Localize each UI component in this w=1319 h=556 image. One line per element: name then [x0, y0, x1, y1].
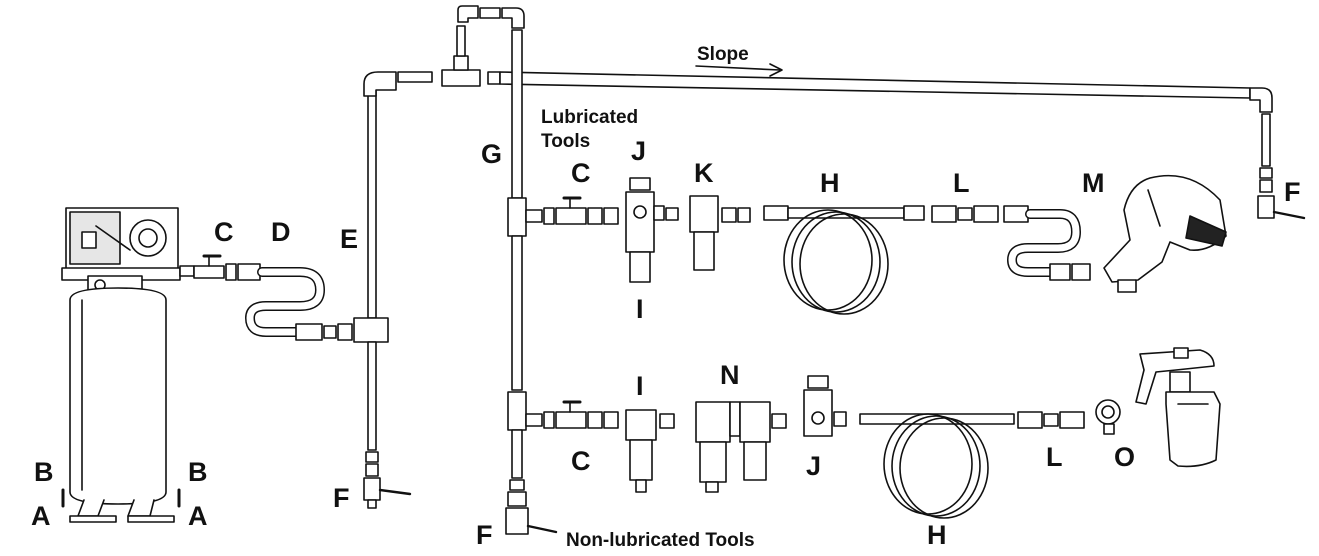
label-g: G: [481, 139, 503, 169]
label-n: N: [720, 360, 740, 390]
label-l-upper: L: [953, 168, 970, 198]
pad-marks: [61, 488, 181, 508]
non-lubricated-caption: Non-lubricated Tools: [566, 530, 755, 551]
label-i-lower: I: [636, 371, 644, 401]
label-k: K: [694, 158, 714, 188]
label-f-drop: F: [476, 520, 493, 550]
drop-pipe-g: [505, 29, 558, 535]
label-b-left: B: [34, 457, 54, 487]
label-c-lower: C: [571, 446, 591, 476]
label-j-lower: J: [806, 451, 822, 481]
label-o: O: [1114, 442, 1136, 472]
label-i-upper: I: [636, 294, 644, 324]
label-e: E: [340, 224, 359, 254]
label-m: M: [1082, 168, 1105, 198]
non-lubricated-branch: [525, 375, 1121, 519]
riser-pipe-e: [353, 71, 412, 509]
label-b-right: B: [188, 457, 208, 487]
label-a-left: A: [31, 501, 51, 531]
label-h-lower: H: [927, 520, 947, 550]
lubricated-branch: [525, 177, 1091, 315]
lubricated-caption-line2: Tools: [541, 131, 591, 152]
label-d: D: [271, 217, 291, 247]
slope-caption: Slope: [697, 44, 749, 65]
label-l-lower: L: [1046, 442, 1063, 472]
header-pipe: [397, 5, 1306, 220]
label-c-compressor: C: [214, 217, 234, 247]
label-j-upper: J: [631, 136, 647, 166]
lubricated-caption-line1: Lubricated: [541, 107, 639, 128]
compressor-outlet-assembly: [193, 254, 353, 341]
label-f-header: F: [1284, 177, 1301, 207]
impact-wrench-tool: [1103, 174, 1227, 293]
label-h-upper: H: [820, 168, 840, 198]
label-c-upper: C: [571, 158, 591, 188]
label-f-riser: F: [333, 483, 350, 513]
label-a-right: A: [188, 501, 208, 531]
air-compressor: [61, 207, 195, 523]
spray-gun-tool: [1135, 347, 1221, 468]
